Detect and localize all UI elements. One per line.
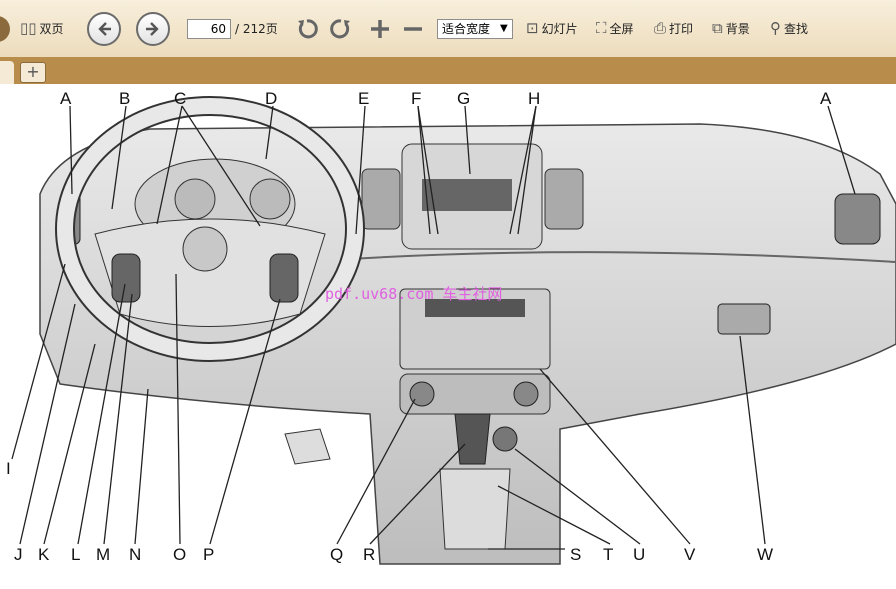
label-h: H: [528, 89, 540, 108]
dual-page-label: 双页: [39, 22, 64, 36]
search-icon: ⚲: [770, 19, 781, 37]
zoom-in-button[interactable]: [369, 0, 391, 57]
arrow-right-icon: [136, 11, 170, 46]
label-u: U: [633, 545, 645, 564]
find-button[interactable]: ⚲ 查找: [770, 0, 808, 57]
dual-page-icon: ▯▯: [20, 19, 37, 37]
label-d: D: [265, 89, 277, 108]
label-w: W: [757, 545, 773, 564]
label-c: C: [174, 89, 186, 108]
background-button[interactable]: ⧉ 背景: [712, 0, 750, 57]
label-m: M: [96, 545, 110, 564]
fullscreen-button[interactable]: ⛶ 全屏: [596, 0, 634, 57]
next-page-button[interactable]: [136, 0, 170, 57]
zoom-select-value: 适合宽度: [442, 22, 491, 36]
label-o: O: [173, 545, 186, 564]
printer-icon: ⎙: [654, 19, 667, 37]
background-label: 背景: [725, 22, 750, 36]
zoom-out-button[interactable]: [402, 0, 424, 57]
label-e: E: [358, 89, 369, 108]
label-a-right: A: [820, 89, 832, 108]
chevron-down-icon: ▼: [500, 23, 508, 34]
document-page: pdf.uv68.com 车主社网 A B C D E F G H A I J …: [0, 84, 896, 585]
label-j: J: [14, 545, 23, 564]
label-g: G: [457, 89, 470, 108]
dual-page-button[interactable]: ▯▯ 双页: [20, 0, 64, 57]
label-s: S: [570, 545, 581, 564]
toolbar: ▯▯ 双页 / 212页 适合宽度 ▼ ⊡ 幻灯片 ⛶ 全屏: [0, 0, 896, 58]
rotate-right-button[interactable]: [329, 0, 353, 57]
tab-bar: +: [0, 57, 896, 84]
dashboard-diagram: pdf.uv68.com 车主社网 A B C D E F G H A I J …: [6, 89, 896, 565]
tab-document[interactable]: [0, 61, 14, 84]
rotate-left-button[interactable]: [295, 0, 319, 57]
slideshow-button[interactable]: ⊡ 幻灯片: [526, 0, 578, 57]
label-v: V: [684, 545, 696, 564]
slideshow-label: 幻灯片: [541, 22, 578, 36]
display-screen: [422, 179, 512, 211]
label-b: B: [119, 89, 130, 108]
previous-page-button[interactable]: [87, 0, 121, 57]
plus-icon: [371, 19, 389, 38]
label-t: T: [603, 545, 613, 564]
rotate-right-icon: [330, 18, 350, 38]
fullscreen-icon: ⛶: [596, 19, 607, 37]
fullscreen-label: 全屏: [609, 22, 634, 36]
label-r: R: [363, 545, 375, 564]
zoom-select[interactable]: 适合宽度 ▼: [437, 18, 513, 39]
label-f: F: [411, 89, 421, 108]
label-k: K: [38, 545, 50, 564]
label-i: I: [6, 459, 11, 478]
background-icon: ⧉: [712, 19, 723, 37]
rotate-left-icon: [298, 18, 318, 38]
minus-icon: [404, 26, 422, 31]
prev-mode-button[interactable]: [0, 0, 10, 57]
glovebox-handle: [717, 303, 771, 335]
slideshow-icon: ⊡: [526, 19, 539, 37]
label-p: P: [203, 545, 214, 564]
arrow-left-icon: [87, 11, 121, 46]
add-tab-button[interactable]: +: [20, 62, 46, 83]
watermark: pdf.uv68.com 车主社网: [325, 285, 502, 303]
label-n: N: [129, 545, 141, 564]
label-a-left: A: [60, 89, 72, 108]
page-number-input[interactable]: [187, 18, 231, 39]
print-button[interactable]: ⎙ 打印: [654, 0, 693, 57]
print-label: 打印: [669, 22, 694, 36]
find-label: 查找: [784, 22, 809, 36]
label-q: Q: [330, 545, 343, 564]
page-total: / 212页: [235, 22, 278, 36]
label-l: L: [71, 545, 80, 564]
